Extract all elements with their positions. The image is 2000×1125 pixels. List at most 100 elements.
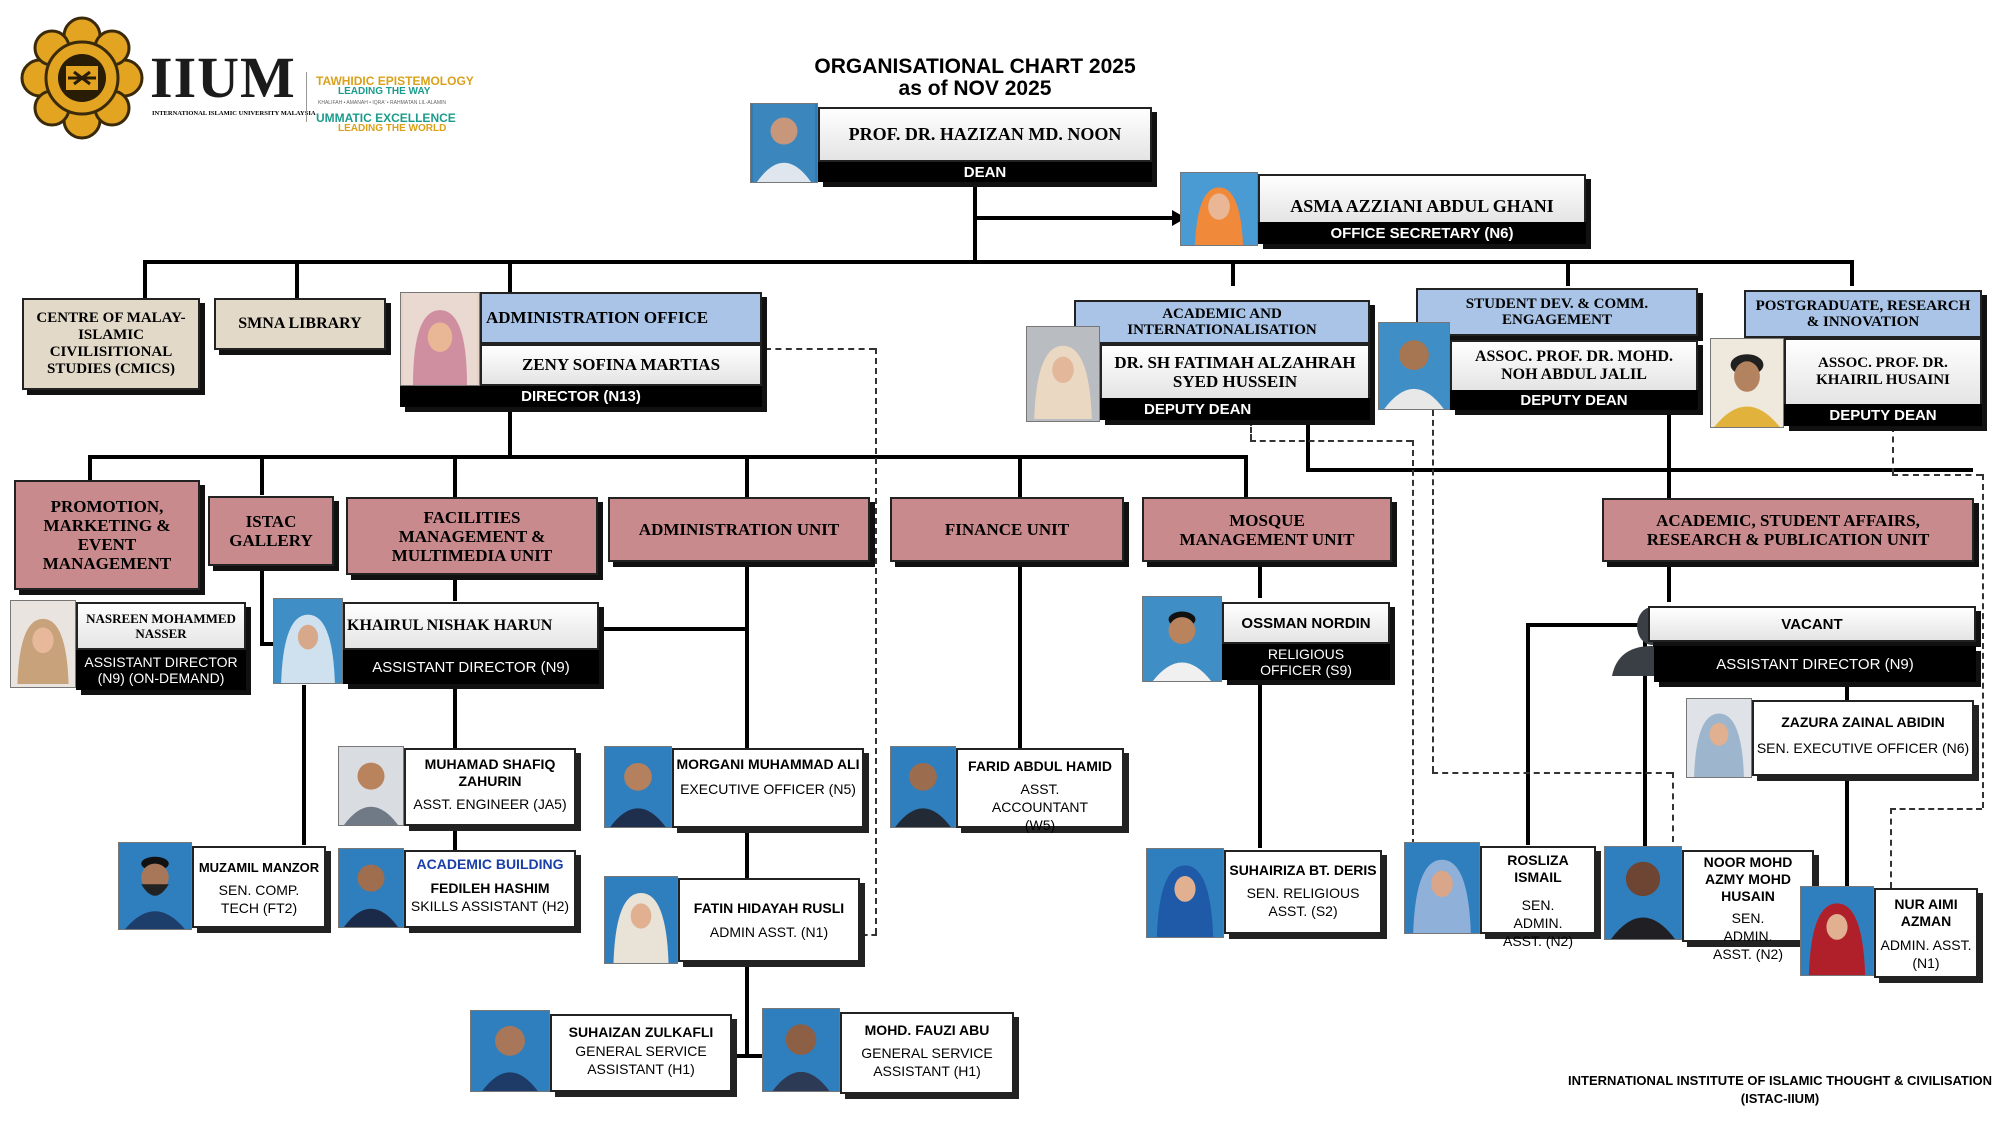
nasreen-role-bar: ASSISTANT DIRECTOR (N9) (ON-DEMAND) (76, 650, 246, 690)
fedileh-name: FEDILEH HASHIM (430, 880, 550, 896)
library-box: SMNA LIBRARY (214, 298, 386, 350)
ossman-name: OSSMAN NORDIN (1241, 614, 1371, 632)
khairul-role: ASSISTANT DIRECTOR (N9) (372, 658, 570, 676)
director-name-box: ZENY SOFINA MARTIAS (480, 344, 762, 386)
admin-office-header: ADMINISTRATION OFFICE (480, 292, 762, 344)
fatin-card: FATIN HIDAYAH RUSLI ADMIN ASST. (N1) (678, 878, 860, 962)
director-photo (400, 292, 480, 386)
tagline-1b: LEADING THE WAY (338, 86, 431, 97)
unit-administration-label: ADMINISTRATION UNIT (638, 519, 840, 539)
farid-photo (890, 746, 956, 828)
dd-postgrad-role-bar: DEPUTY DEAN (1784, 404, 1982, 426)
nasreen-name: NASREEN MOHAMMED NASSER (86, 611, 236, 641)
fatin-photo (604, 876, 678, 964)
vacant-role-bar: ASSISTANT DIRECTOR (N9) (1654, 646, 1976, 682)
chart-title-line1: ORGANISATIONAL CHART 2025 (814, 55, 1136, 78)
secretary-photo (1180, 172, 1258, 246)
vacant-role: ASSISTANT DIRECTOR (N9) (1716, 655, 1914, 673)
unit-finance: FINANCE UNIT (890, 497, 1124, 562)
suhairiza-photo (1146, 848, 1224, 938)
director-name: ZENY SOFINA MARTIAS (521, 355, 721, 374)
dd-postgrad-name: ASSOC. PROF. DR. KHAIRIL HUSAINI (1816, 355, 1950, 388)
unit-promotion-label: PROMOTION, MARKETING & EVENT MANAGEMENT (42, 497, 172, 573)
muzamil-photo (118, 842, 192, 930)
dean-role: DEAN (963, 163, 1007, 181)
secretary-role-bar: OFFICE SECRETARY (N6) (1258, 222, 1586, 244)
tagline-2a: UMMATIC EXCELLENCE (316, 111, 456, 125)
khairul-photo (273, 598, 343, 684)
secretary-role: OFFICE SECRETARY (N6) (1330, 224, 1514, 242)
secretary-name-box: ASMA AZZIANI ABDUL GHANI (1258, 174, 1586, 224)
tagline-2b: LEADING THE WORLD (338, 123, 447, 134)
dean-name: PROF. DR. HAZIZAN MD. NOON (848, 124, 1122, 144)
nasreen-photo (10, 600, 76, 688)
logo-subtitle: INTERNATIONAL ISLAMIC UNIVERSITY MALAYSI… (152, 110, 316, 117)
farid-role: ASST. ACCOUNTANT (W5) (991, 781, 1089, 833)
muzamil-card: MUZAMIL MANZOR SEN. COMP. TECH (FT2) (192, 846, 326, 928)
dd-academic-header: ACADEMIC AND INTERNATIONALISATION (1074, 300, 1370, 344)
suhaizan-role: GENERAL SERVICE ASSISTANT (H1) (575, 1043, 707, 1077)
logo-divider (306, 72, 307, 122)
dd-student-photo (1378, 322, 1450, 410)
farid-card: FARID ABDUL HAMID ASST. ACCOUNTANT (W5) (956, 748, 1124, 833)
library-label: SMNA LIBRARY (238, 315, 362, 332)
dd-academic-name: DR. SH FATIMAH ALZAHRAH SYED HUSSEIN (1114, 353, 1356, 391)
morgani-photo (604, 746, 672, 828)
dd-academic-role-bar: DEPUTY DEAN (1100, 398, 1370, 420)
shafiq-name: MUHAMAD SHAFIQ ZAHURIN (424, 756, 556, 789)
nuraimi-card: NUR AIMI AZMAN ADMIN. ASST. (N1) (1874, 888, 1978, 978)
dd-postgrad-header: POSTGRADUATE, RESEARCH & INNOVATION (1744, 290, 1982, 338)
dd-student-role-bar: DEPUTY DEAN (1450, 390, 1698, 410)
unit-gallery: ISTAC GALLERY (208, 496, 334, 566)
nasreen-name-box: NASREEN MOHAMMED NASSER (76, 602, 246, 650)
admin-office-title: ADMINISTRATION OFFICE (486, 308, 709, 327)
rosliza-role: SEN. ADMIN. ASST. (N2) (1502, 897, 1573, 949)
iium-emblem-icon (20, 16, 144, 140)
vacant-name-box: VACANT (1648, 606, 1976, 642)
unit-administration: ADMINISTRATION UNIT (608, 497, 870, 562)
suhaizan-name: SUHAIZAN ZULKAFLI (568, 1024, 714, 1040)
dd-postgrad-title: POSTGRADUATE, RESEARCH & INNOVATION (1755, 298, 1971, 330)
iium-logo: IIUM INTERNATIONAL ISLAMIC UNIVERSITY MA… (18, 16, 474, 140)
dean-photo (750, 103, 818, 183)
suhaizan-card: SUHAIZAN ZULKAFLI GENERAL SERVICE ASSIST… (550, 1014, 732, 1092)
director-role-bar: DIRECTOR (N13) (400, 386, 762, 407)
suhaizan-photo (470, 1010, 550, 1092)
dd-student-title: STUDENT DEV. & COMM. ENGAGEMENT (1465, 296, 1649, 328)
unit-facilities: FACILITIES MANAGEMENT & MULTIMEDIA UNIT (346, 497, 598, 575)
tagline-small: KHALIFAH • AMANAH • IQRA' • RAHMATAN LIL… (318, 100, 446, 106)
fedileh-card: ACADEMIC BUILDING FEDILEH HASHIM SKILLS … (404, 850, 576, 928)
footer-institute: INTERNATIONAL INSTITUTE OF ISLAMIC THOUG… (1560, 1072, 2000, 1108)
suhairiza-name: SUHAIRIZA BT. DERIS (1229, 862, 1377, 878)
dd-student-name: ASSOC. PROF. DR. MOHD. NOH ABDUL JALIL (1474, 348, 1674, 383)
dd-academic-name-box: DR. SH FATIMAH ALZAHRAH SYED HUSSEIN (1100, 344, 1370, 400)
unit-academic-label: ACADEMIC, STUDENT AFFAIRS, RESEARCH & PU… (1646, 511, 1930, 549)
farid-name: FARID ABDUL HAMID (968, 758, 1112, 774)
morgani-name: MORGANI MUHAMMAD ALI (676, 756, 860, 772)
dd-student-header: STUDENT DEV. & COMM. ENGAGEMENT (1416, 288, 1698, 336)
fauzi-name: MOHD. FAUZI ABU (864, 1022, 990, 1038)
unit-facilities-label: FACILITIES MANAGEMENT & MULTIMEDIA UNIT (391, 507, 553, 565)
nasreen-role: ASSISTANT DIRECTOR (N9) (ON-DEMAND) (84, 654, 238, 686)
rosliza-name: ROSLIZA ISMAIL (1507, 852, 1569, 885)
noor-role: SEN. ADMIN. ASST. (N2) (1712, 910, 1783, 962)
dd-postgrad-photo (1710, 338, 1784, 428)
secretary-name: ASMA AZZIANI ABDUL GHANI (1290, 195, 1554, 216)
khairul-role-bar: ASSISTANT DIRECTOR (N9) (343, 650, 599, 684)
unit-academic: ACADEMIC, STUDENT AFFAIRS, RESEARCH & PU… (1602, 498, 1974, 562)
chart-title: ORGANISATIONAL CHART 2025 as of NOV 2025 (760, 56, 1190, 100)
unit-mosque-label: MOSQUE MANAGEMENT UNIT (1179, 510, 1355, 549)
dd-academic-title: ACADEMIC AND INTERNATIONALISATION (1127, 306, 1317, 338)
unit-gallery-label: ISTAC GALLERY (229, 512, 313, 550)
ossman-name-box: OSSMAN NORDIN (1222, 602, 1390, 644)
nuraimi-role: ADMIN. ASST. (N1) (1880, 937, 1972, 971)
zazura-role: SEN. EXECUTIVE OFFICER (N6) (1756, 740, 1970, 756)
director-role: DIRECTOR (N13) (521, 388, 641, 405)
rosliza-photo (1404, 842, 1480, 934)
vacant-name: VACANT (1781, 615, 1843, 633)
fauzi-card: MOHD. FAUZI ABU GENERAL SERVICE ASSISTAN… (840, 1012, 1014, 1094)
unit-promotion: PROMOTION, MARKETING & EVENT MANAGEMENT (14, 480, 200, 590)
logo-name: IIUM (150, 45, 296, 110)
nuraimi-name: NUR AIMI AZMAN (1894, 896, 1958, 929)
fedileh-building: ACADEMIC BUILDING (416, 856, 564, 872)
